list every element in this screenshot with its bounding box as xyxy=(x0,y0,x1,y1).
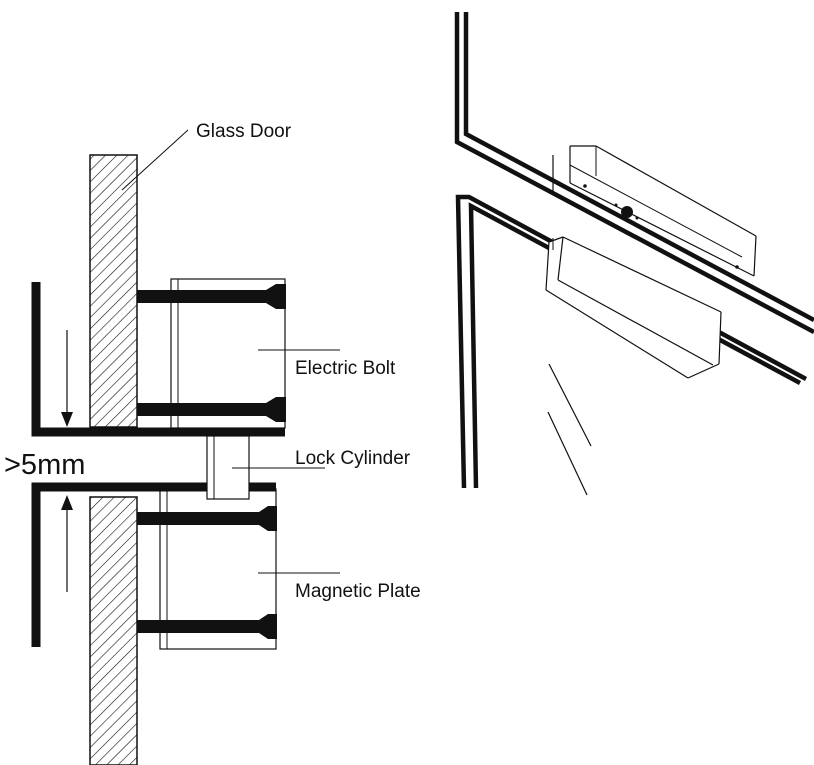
screw-plate-upper xyxy=(137,506,277,531)
perspective-magnetic-plate xyxy=(545,236,722,379)
label-glass-door: Glass Door xyxy=(196,121,292,142)
glass-door-lower-hatch xyxy=(89,496,138,765)
label-magnetic-plate: Magnetic Plate xyxy=(295,581,421,602)
frame-lower-profile xyxy=(31,482,276,647)
glass-reflection-2 xyxy=(547,411,588,496)
frame-upper-profile xyxy=(31,282,285,437)
glass-door-upper-hatch xyxy=(89,154,138,428)
electric-bolt-housing xyxy=(170,278,286,429)
screw-plate-lower xyxy=(137,614,277,639)
gap-arrow-up xyxy=(61,495,73,592)
gap-arrow-down xyxy=(61,330,73,427)
label-electric-bolt: Electric Bolt xyxy=(295,358,396,379)
perspective-frame-inner xyxy=(463,12,814,322)
screw-bolt-upper xyxy=(137,284,286,309)
perspective-electric-bolt xyxy=(552,145,757,278)
glass-reflection-1 xyxy=(548,363,592,447)
perspective-frame-outer xyxy=(454,12,814,334)
label-lock-cylinder: Lock Cylinder xyxy=(295,448,411,469)
label-gap: >5mm xyxy=(4,449,85,481)
screw-bolt-lower xyxy=(137,397,286,422)
leader-glass-door xyxy=(121,129,189,191)
